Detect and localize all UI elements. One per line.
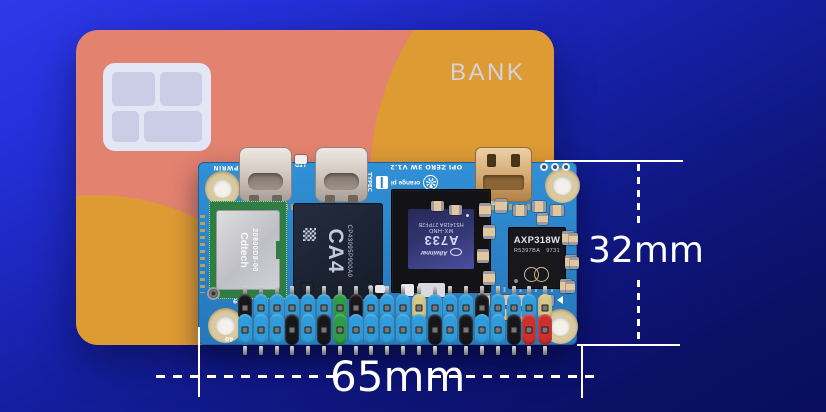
gpio-pin-column [506, 286, 521, 355]
test-pad [551, 163, 559, 171]
gpio-pin-column [459, 286, 474, 355]
wifi-shield: 20800D8-00 Cdtech [216, 210, 281, 290]
pin40-label: 40 [225, 335, 234, 342]
capacitor [483, 225, 495, 239]
gpio-pin-column [380, 286, 395, 355]
wifi-module: 20800D8-00 Cdtech [209, 201, 287, 299]
mounting-hole [205, 171, 240, 206]
capacitor [532, 201, 546, 212]
capacitor [515, 295, 529, 306]
width-extension-line-left [198, 327, 200, 397]
height-extension-line-top [545, 160, 683, 162]
usb-c-data-port [315, 147, 368, 204]
pmic-name: AXP318W [513, 235, 561, 246]
gpio-pin-column [253, 286, 268, 355]
soc-name: A733 [423, 233, 459, 249]
sim-chip-icon [103, 63, 211, 151]
gpio-pin-column [269, 286, 284, 355]
width-extension-line-right [581, 344, 583, 398]
antenna-connector [207, 287, 220, 300]
capacitor [570, 257, 579, 269]
pmic-line2: R5397BA [513, 248, 541, 254]
gpio-pin-column [285, 286, 300, 355]
width-dimension-label: 65mm [330, 352, 466, 401]
usb-c-power-port [239, 147, 292, 204]
capacitor [566, 281, 575, 293]
gpio-pin-column [396, 286, 410, 355]
capacitor [513, 205, 527, 216]
gpio-pin-column [332, 286, 347, 355]
capacitor [550, 205, 564, 216]
gpio-pin-column [348, 286, 363, 355]
gpio-pin-column [443, 286, 458, 355]
gpio-pin-column [301, 286, 316, 355]
height-dimension-line [637, 164, 640, 228]
test-pad [562, 163, 570, 171]
capacitor [495, 199, 507, 213]
width-dimension-line [156, 375, 340, 378]
gpio-pin-column [411, 286, 426, 355]
capacitor [477, 249, 489, 263]
x-powers-logo-icon [523, 267, 551, 283]
wifi-part-number: 20800D8-00 [251, 228, 259, 272]
typec-label: TYPEC [365, 172, 372, 192]
mounting-hole [208, 308, 243, 343]
gpio-pin-column [427, 286, 442, 355]
pmic-line3: 9731 [546, 248, 561, 254]
gpio-pin-column [475, 286, 489, 355]
capacitor [483, 271, 495, 285]
capacitor [479, 203, 491, 217]
allwinner-logo: Allwinner [421, 248, 462, 257]
solder-pads [200, 215, 205, 293]
capacitor [537, 213, 548, 225]
model-label: OPI ZERO 3W V1.2 [389, 163, 463, 171]
test-pad [540, 163, 548, 171]
pmic-chip: AXP318W R5397BA 9731 [508, 227, 566, 289]
gpio-pin-column [238, 286, 252, 355]
gpio-pin-column [538, 286, 553, 355]
soc-line2: MX-HND [428, 227, 454, 234]
width-dimension-line [432, 375, 602, 378]
orange-pi-board: PWRIN LED TYPEC OPI ZERO 3W V1.2 orange … [198, 147, 580, 355]
ram-name: CA4 [323, 228, 347, 274]
pin1-marker-icon [557, 296, 563, 304]
capacitor [449, 205, 462, 215]
smd-component [418, 283, 445, 297]
book-logo-icon [375, 176, 388, 190]
gpio-pin-column [522, 286, 537, 355]
height-dimension-label: 32mm [588, 230, 704, 271]
gpio-pin-column [364, 286, 379, 355]
gpio-pin-column [317, 286, 331, 355]
datamatrix-code [303, 228, 316, 241]
height-extension-line-bottom [577, 344, 680, 346]
soc-label: Allwinner A733 MX-HND HS141BA 27PF2B [408, 209, 474, 269]
bank-label: BANK [450, 59, 526, 86]
brand-label: orange pi [390, 179, 421, 187]
wifi-brand: Cdtech [238, 232, 251, 268]
pwrin-label: PWRIN [213, 164, 239, 171]
smd-component [375, 285, 385, 293]
capacitor [569, 233, 578, 245]
soc-line3: HS141BA 27PF2B [418, 221, 464, 228]
mounting-hole [545, 168, 580, 203]
smd-component [295, 155, 307, 164]
height-dimension-line [637, 280, 640, 344]
gpio-pin-column [490, 286, 505, 355]
capacitor [431, 201, 444, 211]
